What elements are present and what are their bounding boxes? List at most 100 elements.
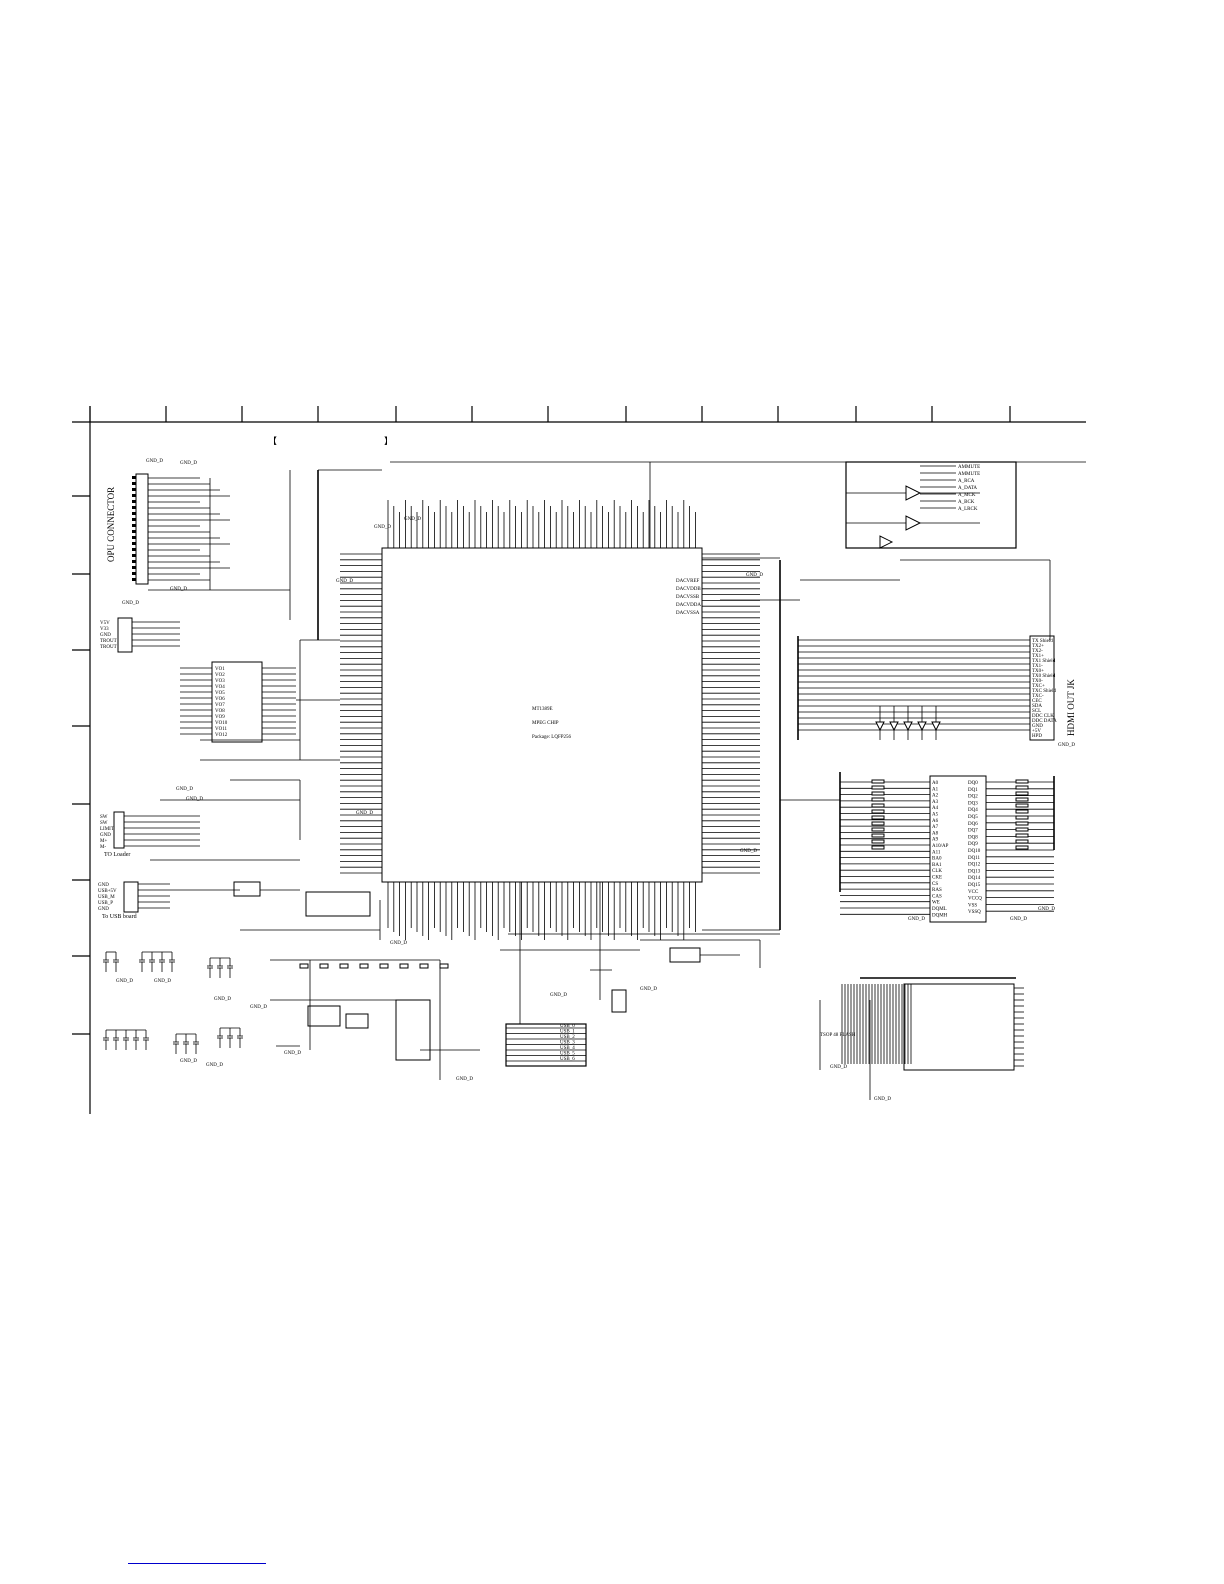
opu-pin xyxy=(132,500,136,503)
audio-label: A_DATA xyxy=(958,486,977,491)
resistor-pack xyxy=(871,791,885,796)
sdram-left-pin: A4 xyxy=(932,806,939,811)
ground-label: GND_D xyxy=(356,811,373,816)
esd-diode xyxy=(889,721,899,732)
chip-line3: Package: LQFP256 xyxy=(532,735,572,740)
sheet-frame xyxy=(72,406,1086,1114)
opu-pin xyxy=(132,518,136,521)
sdram-chip: A0A1A2A3A4A5A6A7A8A9A10/APA11BA0BA1CLKCK… xyxy=(839,772,1055,923)
sdram-left-pin: A9 xyxy=(932,838,939,843)
sdram-right-pin: DQ3 xyxy=(968,801,978,806)
main-mpeg-chip: MT1389E MPEG CHIP Package: LQFP256 xyxy=(340,500,760,940)
ground-label: GND_D xyxy=(640,987,657,992)
resistor-pack xyxy=(871,821,885,826)
sdram-left-pin: A3 xyxy=(932,800,939,805)
cap-symbol xyxy=(419,963,429,969)
dac-label: DACVREF xyxy=(676,579,700,584)
audio-label: A_MCK xyxy=(958,493,976,498)
sdram-left-pin: BA1 xyxy=(932,863,942,868)
opu-pin xyxy=(132,512,136,515)
sdram-left-pin: A7 xyxy=(932,825,939,830)
ground-label: GND_D xyxy=(214,997,231,1002)
chip-line2: MPEG CHIP xyxy=(532,721,559,726)
sdram-left-pin: A10/AP xyxy=(932,844,949,849)
sdram-right-pin: DQ15 xyxy=(968,883,981,888)
sdram-right-pin: DQ4 xyxy=(968,808,978,813)
opu-pin xyxy=(132,548,136,551)
sdram-right-pin: DQ11 xyxy=(968,856,981,861)
hdmi-pin-label: TXC Shield xyxy=(1032,689,1057,694)
resistor-pack xyxy=(871,779,885,784)
ground-label: GND_D xyxy=(908,917,925,922)
resistor-pack xyxy=(871,845,885,850)
ctrl-signal-label: USB_6 xyxy=(560,1057,575,1062)
dac-label: DACVSSB xyxy=(676,595,700,600)
hdmi-pin-label: TX1 Shield xyxy=(1032,659,1056,664)
loader-label: TO Loader xyxy=(104,852,130,858)
opu-pin xyxy=(132,578,136,581)
ground-label: GND_D xyxy=(170,587,187,592)
ground-label: GND_D xyxy=(456,1077,473,1082)
sdram-right-pin: DQ5 xyxy=(968,815,978,820)
cap-symbol xyxy=(359,963,369,969)
sdram-left-pin: WE xyxy=(932,901,940,906)
sdram-left-pin: BA0 xyxy=(932,857,942,862)
ctrl-signal-label: USB_1 xyxy=(560,1030,575,1035)
ground-label: GND_D xyxy=(176,787,193,792)
opu-pin xyxy=(132,554,136,557)
resistor-pack xyxy=(1015,833,1029,838)
loader-pin-label: SW xyxy=(100,815,108,820)
sdram-right-pin: DQ10 xyxy=(968,849,981,854)
sdram-left-pin: CAS xyxy=(932,894,942,899)
flash-chip: TSOP 48 FLASH xyxy=(820,977,1024,1071)
resistor-pack xyxy=(871,827,885,832)
interconnect xyxy=(150,461,1086,1100)
hdmi-pin-label: TX0- xyxy=(1032,679,1043,684)
sdram-right-pin: DQ8 xyxy=(968,835,978,840)
driver-pin-label: VO12 xyxy=(215,733,228,738)
sdram-right-pin: VSSQ xyxy=(968,910,981,915)
hdmi-pin-label: TX2- xyxy=(1032,649,1043,654)
cap-symbol xyxy=(319,963,329,969)
sdram-right-pin: DQ9 xyxy=(968,842,978,847)
opu-connector: OPU CONNECTOR xyxy=(106,470,291,620)
sdram-left-pin: A8 xyxy=(932,831,939,836)
ctrl-signal-label: USB_5 xyxy=(560,1052,575,1057)
left-pin-label: V5V xyxy=(100,621,110,626)
hdmi-pin-label: TX0+ xyxy=(1032,669,1044,674)
hdmi-pin-label: TX1- xyxy=(1032,664,1043,669)
resistor-pack xyxy=(1015,839,1029,844)
audio-label: A_LRCK xyxy=(958,507,978,512)
ground-label: GND_D xyxy=(740,849,757,854)
sdram-right-pin: DQ1 xyxy=(968,788,978,793)
esd-diode xyxy=(903,721,913,732)
audio-label: AMMUTE xyxy=(958,472,980,477)
opu-pin xyxy=(132,572,136,575)
loader-pin-label: M- xyxy=(100,845,106,850)
driver-pin-label: VO9 xyxy=(215,715,225,720)
hdmi-pin-label: TX0 Shield xyxy=(1032,674,1056,679)
ground-label: GND_D xyxy=(122,601,139,606)
sdram-right-pin: VSS xyxy=(968,903,977,908)
esd-diode xyxy=(917,721,927,732)
usb-pin-label: USB+5V xyxy=(98,889,117,894)
sdram-right-pin: DQ14 xyxy=(968,876,981,881)
hdmi-pin-label: +5V xyxy=(1032,729,1041,734)
sdram-left-pin: A6 xyxy=(932,819,939,824)
ctrl-signal-label: USB_0 xyxy=(560,1024,575,1029)
driver-pin-label: VO2 xyxy=(215,673,225,678)
sdram-left-pin: A1 xyxy=(932,787,939,792)
hdmi-pin-label: TX Shield xyxy=(1032,639,1053,644)
hdmi-pin-label: SCL xyxy=(1032,709,1041,714)
ground-label: GND_D xyxy=(206,1063,223,1068)
opu-pin xyxy=(132,488,136,491)
sdram-right-pin: VCC xyxy=(968,890,979,895)
driver-pin-label: VO4 xyxy=(215,685,225,690)
opu-pin xyxy=(132,506,136,509)
usb-pin-label: GND xyxy=(98,907,109,912)
flash-label: TSOP 48 FLASH xyxy=(820,1033,856,1038)
esd-diode xyxy=(875,721,885,732)
ground-label: GND_D xyxy=(250,1005,267,1010)
